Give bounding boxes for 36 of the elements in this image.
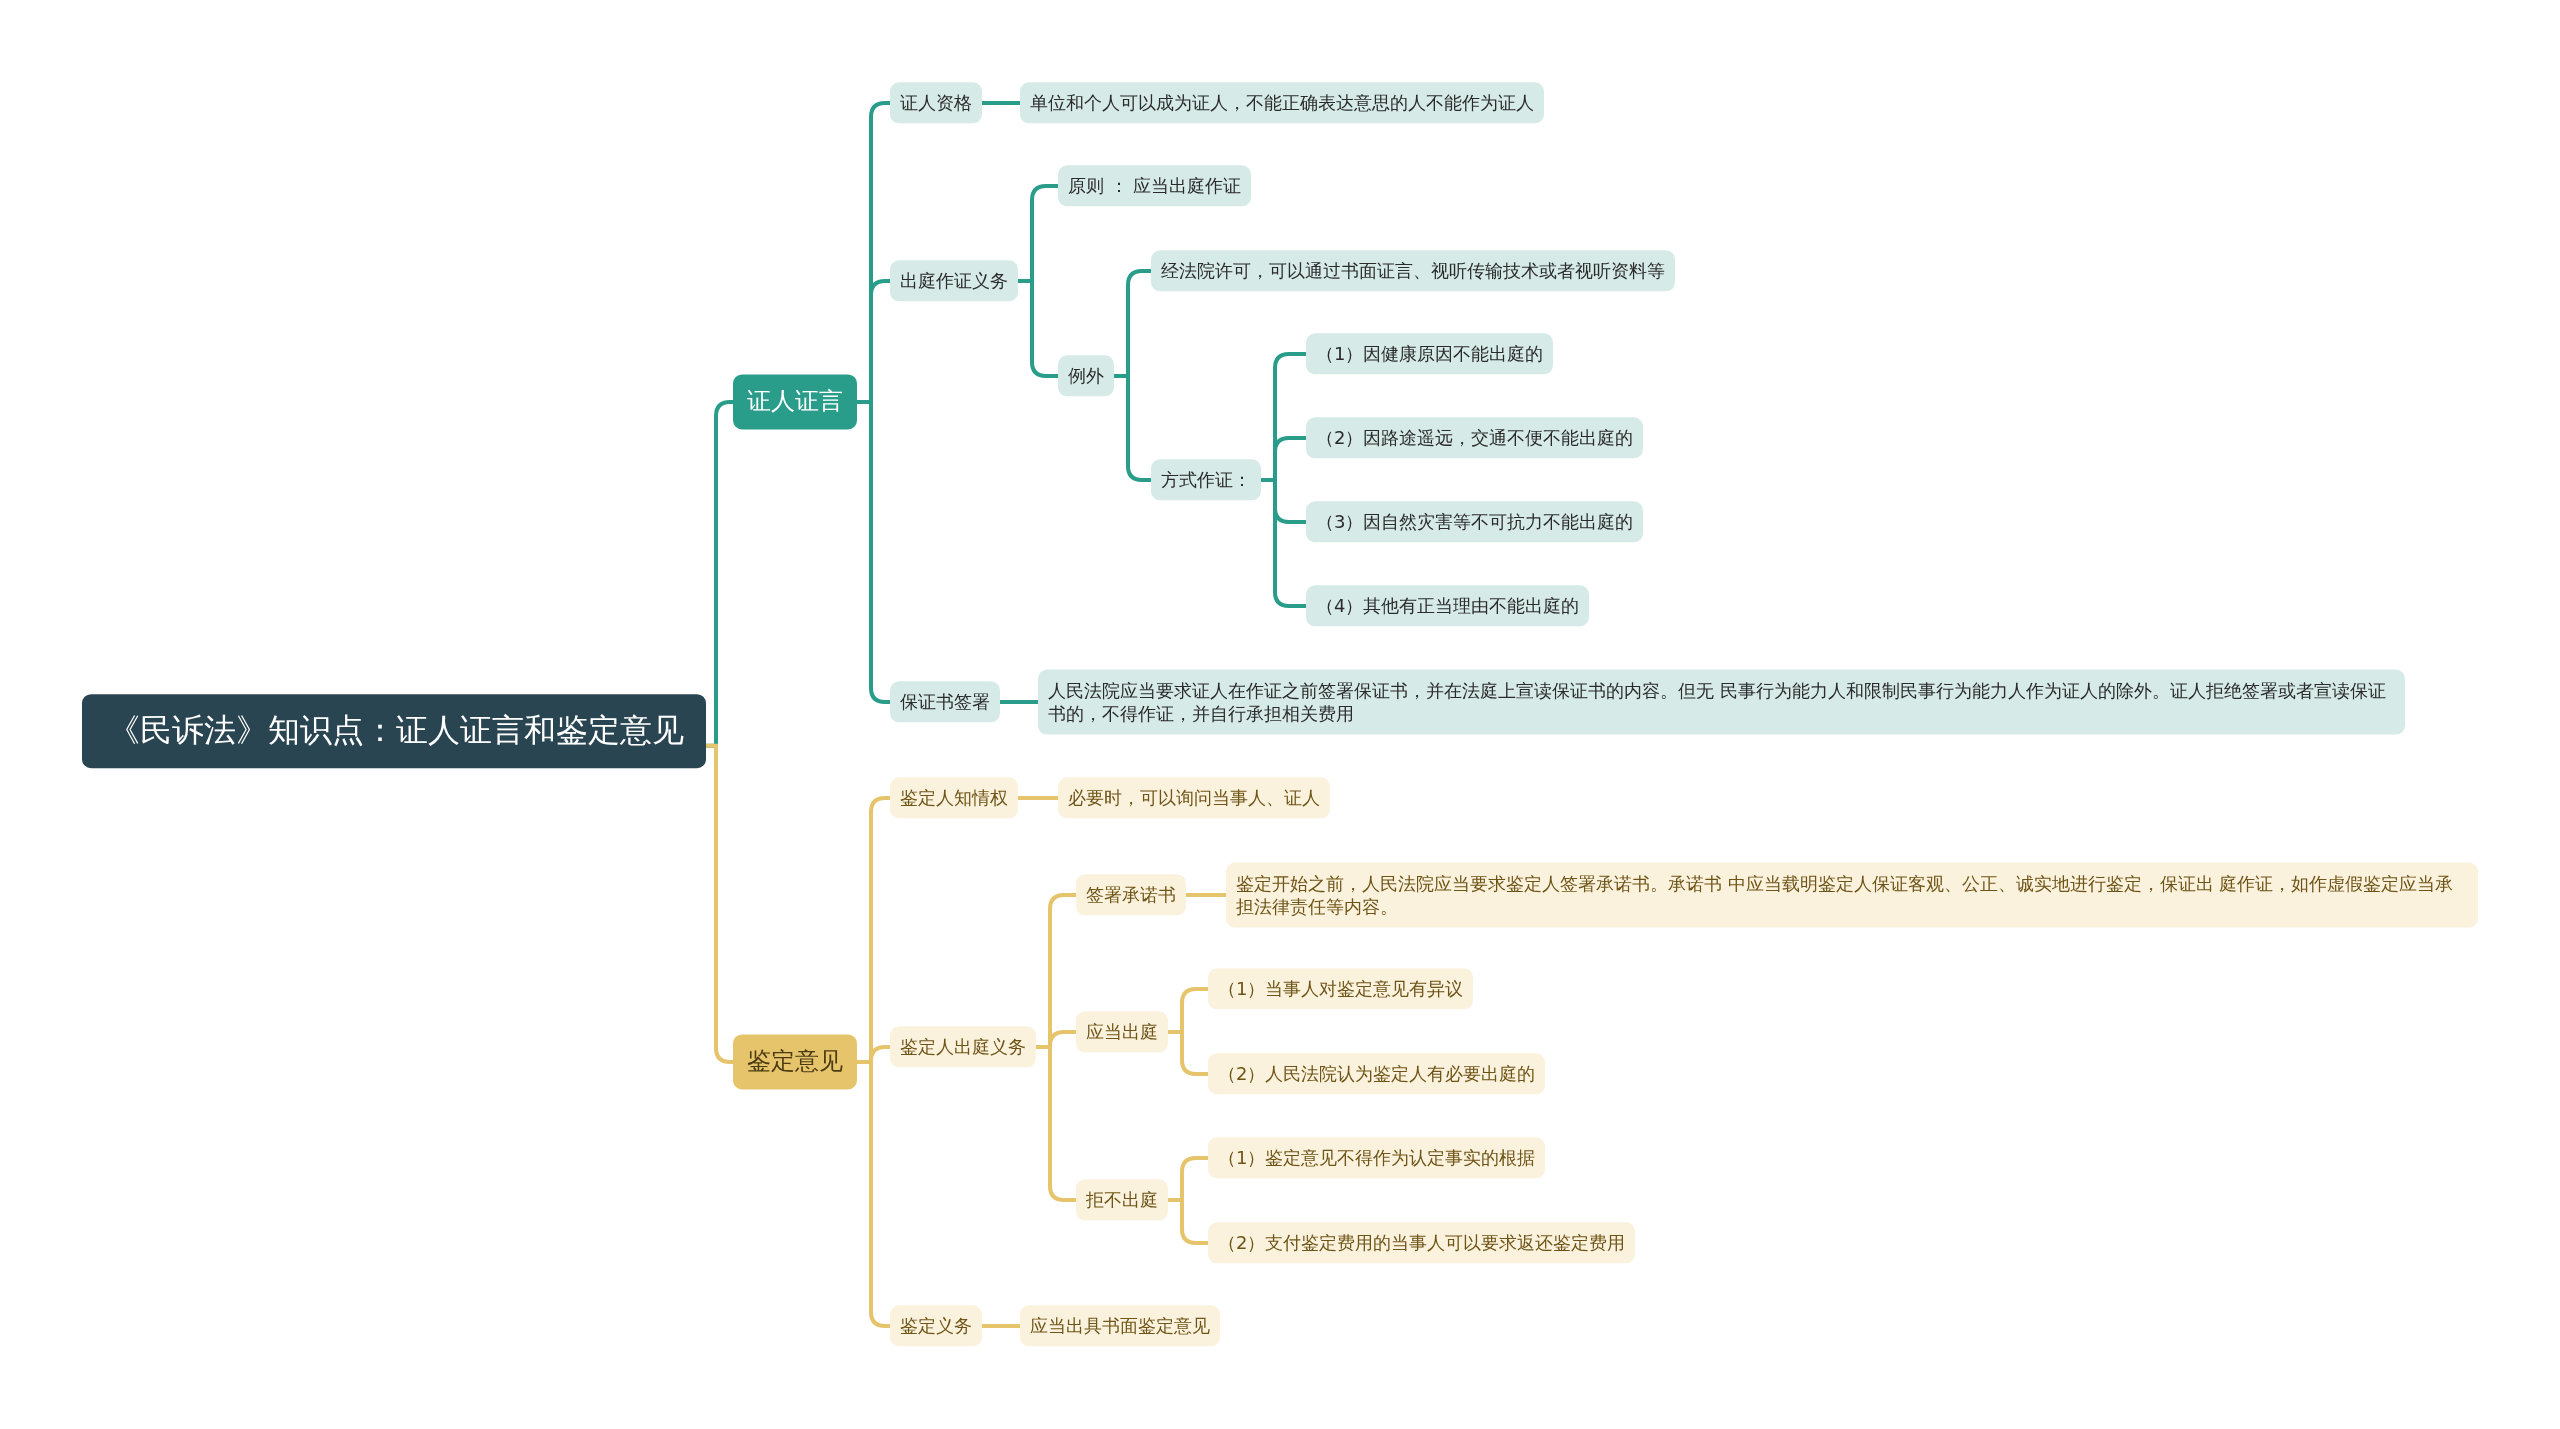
connector-line (982, 1324, 1020, 1328)
topic-box: 鉴定人出庭义务 (890, 1026, 1036, 1068)
topic-box: 人民法院应当要求证人在作证之前签署保证书，并在法庭上宣读保证书的内容。但无 民事行为能力人和限制民事行为能力人作为证人的除外。证人拒绝签署或者宣读保证书的，不得作证，并自行承担相关费用 (1038, 669, 2405, 735)
connector-line (1000, 700, 1038, 704)
connector-line (1018, 796, 1058, 800)
topic-box: （2）支付鉴定费用的当事人可以要求返还鉴定费用 (1208, 1222, 1636, 1264)
connector-line (857, 400, 890, 704)
topic-box: 出庭作证义务 (890, 260, 1018, 302)
topic-box: （3）因自然灾害等不可抗力不能出庭的 (1306, 501, 1644, 543)
topic-box: （1）鉴定意见不得作为认定事实的根据 (1208, 1137, 1546, 1179)
connector-line (1186, 893, 1226, 897)
topic-box: 鉴定开始之前，人民法院应当要求鉴定人签署承诺书。承诺书 中应当载明鉴定人保证客观、公正、诚实地进行鉴定，保证出 庭作证，如作虚假鉴定应当承担法律责任等内容。 (1226, 862, 2478, 928)
topic-box: 原则 ： 应当出庭作证 (1058, 165, 1252, 207)
topic-box: （4）其他有正当理由不能出庭的 (1306, 585, 1590, 627)
topic-box: 保证书签署 (890, 681, 1000, 723)
connector-line (982, 101, 1020, 105)
topic-box: 鉴定义务 (890, 1305, 982, 1347)
topic-box: 签署承诺书 (1076, 874, 1186, 916)
topic-box: 拒不出庭 (1076, 1179, 1168, 1221)
topic-box: 应当出庭 (1076, 1011, 1168, 1053)
topic-box: 鉴定人知情权 (890, 777, 1018, 819)
topic-box: 方式作证： (1151, 459, 1261, 501)
branch-topic-box: 鉴定意见 (733, 1034, 857, 1090)
root-topic-box: 《民诉法》知识点：证人证言和鉴定意见 (82, 694, 706, 768)
topic-box: 单位和个人可以成为证人，不能正确表达意思的人不能作为证人 (1020, 82, 1544, 124)
topic-box: 应当出具书面鉴定意见 (1020, 1305, 1220, 1347)
topic-box: 证人资格 (890, 82, 982, 124)
branch-topic-box: 证人证言 (733, 374, 857, 430)
connector-line (857, 1060, 890, 1328)
topic-box: 经法院许可，可以通过书面证言、视听传输技术或者视听资料等 (1151, 250, 1675, 292)
topic-box: （2）人民法院认为鉴定人有必要出庭的 (1208, 1053, 1546, 1095)
topic-box: （1）当事人对鉴定意见有异议 (1208, 968, 1474, 1010)
topic-box: 必要时，可以询问当事人、证人 (1058, 777, 1330, 819)
topic-box: 例外 (1058, 355, 1114, 397)
topic-box: （2）因路途遥远，交通不便不能出庭的 (1306, 417, 1644, 459)
topic-box: （1）因健康原因不能出庭的 (1306, 333, 1554, 375)
